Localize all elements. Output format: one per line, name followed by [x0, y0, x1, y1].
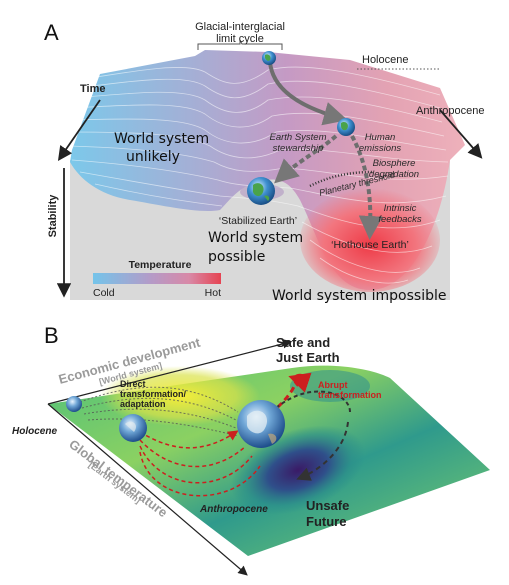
temperature-legend-title: Temperature: [129, 259, 192, 271]
temperature-axis: [47, 403, 248, 576]
intrinsic-label-1: Intrinsic: [384, 203, 417, 214]
hothouse-earth-label: ‘Hothouse Earth’: [331, 239, 409, 251]
safe-just-label-2: Just Earth: [276, 350, 340, 365]
world-possible-label-2: possible: [208, 249, 265, 265]
abrupt-label-1: Abrupt: [318, 380, 348, 390]
unsafe-future-label-1: Unsafe: [306, 498, 349, 513]
earth-globe-holocene-b: [66, 396, 82, 412]
biosphere-label-1: Biosphere: [373, 158, 416, 169]
abrupt-label-2: transformation: [318, 390, 382, 400]
dashed-flow-lines: [79, 386, 239, 437]
anthropocene-label: Anthropocene: [416, 105, 485, 117]
contour-lines: [69, 66, 449, 284]
panel-b: B: [12, 323, 490, 576]
panel-b-letter: B: [44, 323, 59, 348]
unsafe-future-label-2: Future: [306, 514, 346, 529]
limit-cycle-brace: [197, 39, 283, 50]
unsafe-path: [296, 421, 349, 481]
earth-system-label-2: stewardship: [273, 143, 324, 154]
intrinsic-label-2: feedbacks: [378, 214, 422, 225]
direct-label-2: transformation/: [120, 389, 187, 399]
stability-label: Stability: [47, 194, 59, 238]
panel-a: A: [44, 20, 485, 304]
hothouse-path: [350, 135, 383, 240]
limit-cycle-label-1: Glacial-interglacial: [195, 21, 285, 33]
biosphere-label-2: degradation: [369, 169, 419, 180]
temperature-colorbar: [93, 273, 221, 284]
world-unlikely-label-2: unlikely: [126, 149, 180, 165]
hothouse-well: [300, 188, 440, 292]
cold-label: Cold: [93, 287, 115, 299]
time-label: Time: [80, 83, 105, 95]
earth-system-label-1: Earth System: [269, 132, 326, 143]
world-impossible-label: World system impossible: [272, 288, 446, 304]
stewardship-path: [274, 134, 338, 184]
human-emissions-label-1: Human: [365, 132, 396, 143]
planetary-threshold-line: [309, 170, 373, 188]
panel-a-letter: A: [44, 20, 59, 45]
earth-globe-direct: [119, 414, 147, 442]
direct-label-1: Direct: [120, 379, 146, 389]
red-curl: [293, 373, 307, 387]
direct-label-3: adaptation: [120, 399, 166, 409]
limit-cycle-label-2: limit cycle: [216, 33, 264, 45]
earth-globe-holocene: [262, 51, 276, 65]
world-unlikely-label-1: World system: [114, 131, 209, 147]
economic-axis: [47, 339, 293, 405]
earth-globe-safe: [237, 400, 285, 448]
trajectory-path: [268, 61, 348, 126]
holocene-label-b: Holocene: [12, 426, 57, 437]
stabilized-earth-label: ‘Stabilized Earth’: [219, 215, 297, 227]
earth-globe-anthropocene: [337, 118, 355, 136]
human-emissions-label-2: emissions: [359, 143, 401, 154]
time-arrow-left: [57, 99, 101, 161]
anthropocene-label-b: Anthropocene: [199, 504, 268, 515]
hot-label: Hot: [205, 287, 221, 299]
time-arrow-right: [439, 109, 483, 159]
earth-globe-stabilized: [247, 177, 275, 205]
red-transformation-paths: [139, 430, 261, 497]
world-possible-label-1: World system: [208, 230, 303, 246]
safe-just-label-1: Safe and: [276, 335, 330, 350]
holocene-label: Holocene: [362, 54, 408, 66]
